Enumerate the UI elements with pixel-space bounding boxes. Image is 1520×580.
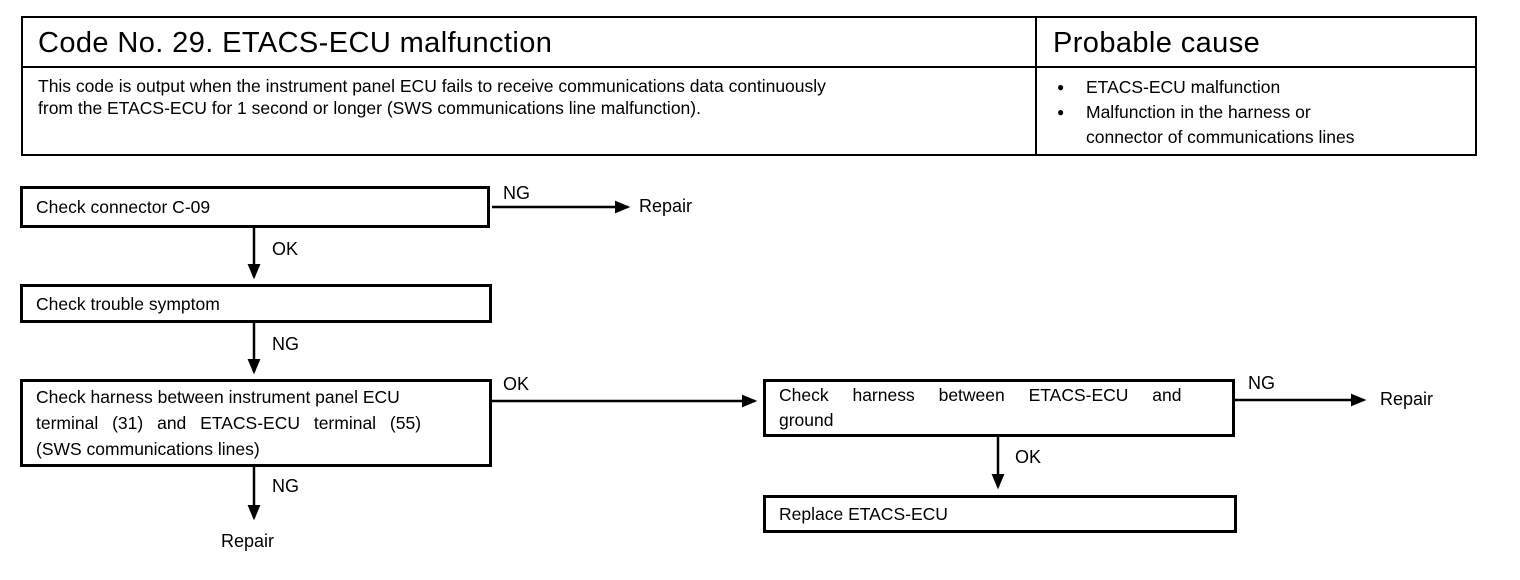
code-description: This code is output when the instrument … — [23, 68, 1037, 154]
code-title: Code No. 29. ETACS-ECU malfunction — [23, 18, 1037, 68]
terminal-repair: Repair — [639, 196, 693, 216]
bullet-icon: ● — [1057, 105, 1065, 119]
flow-box-check-harness-sws: Check harness between instrument panel E… — [20, 379, 492, 467]
branch-label-ng: NG — [272, 334, 299, 354]
cause-item: ● ETACS-ECU malfunction — [1057, 75, 1469, 100]
branch-label-ng: NG — [1248, 373, 1275, 393]
cause-text: connector of communications lines — [1086, 127, 1355, 147]
branch-label-ng: NG — [503, 183, 530, 203]
probable-cause-list: ● ETACS-ECU malfunction ● Malfunction in… — [1037, 68, 1475, 154]
flow-box-check-harness-ground: Check harness between ETACS-ECU and grou… — [763, 379, 1235, 437]
flow-box-label: Check harness between instrument panel E… — [36, 387, 400, 407]
flow-box-label: terminal (31) and ETACS-ECU terminal (55… — [36, 413, 422, 433]
bullet-icon: ● — [1057, 80, 1065, 94]
description-line: This code is output when the instrument … — [38, 76, 826, 96]
branch-label-ok: OK — [1015, 447, 1042, 467]
flow-box-label: Replace ETACS-ECU — [779, 504, 948, 524]
cause-item: ● Malfunction in the harness or connecto… — [1057, 100, 1469, 150]
flow-box-label: Check harness between ETACS-ECU and — [779, 385, 1182, 405]
branch-label-ng: NG — [272, 476, 299, 496]
flow-box-label: ground — [779, 410, 834, 430]
branch-label-ok: OK — [272, 239, 299, 259]
probable-cause-heading: Probable cause — [1037, 18, 1475, 68]
flow-box-check-connector: Check connector C-09 — [20, 186, 490, 228]
flow-box-check-trouble-symptom: Check trouble symptom — [20, 284, 492, 323]
flow-box-replace-etacs-ecu: Replace ETACS-ECU — [763, 495, 1237, 533]
flow-box-label: (SWS communications lines) — [36, 439, 260, 459]
cause-text: ETACS-ECU malfunction — [1086, 77, 1281, 97]
flow-box-label: Check trouble symptom — [36, 293, 220, 314]
description-line: from the ETACS-ECU for 1 second or longe… — [38, 97, 701, 118]
terminal-repair: Repair — [1380, 389, 1434, 409]
branch-label-ok: OK — [503, 374, 530, 394]
flow-box-label: Check connector C-09 — [36, 197, 211, 217]
code-header-table: Code No. 29. ETACS-ECU malfunction Proba… — [21, 16, 1477, 156]
terminal-repair: Repair — [221, 531, 275, 551]
cause-text: Malfunction in the harness or — [1086, 102, 1311, 122]
